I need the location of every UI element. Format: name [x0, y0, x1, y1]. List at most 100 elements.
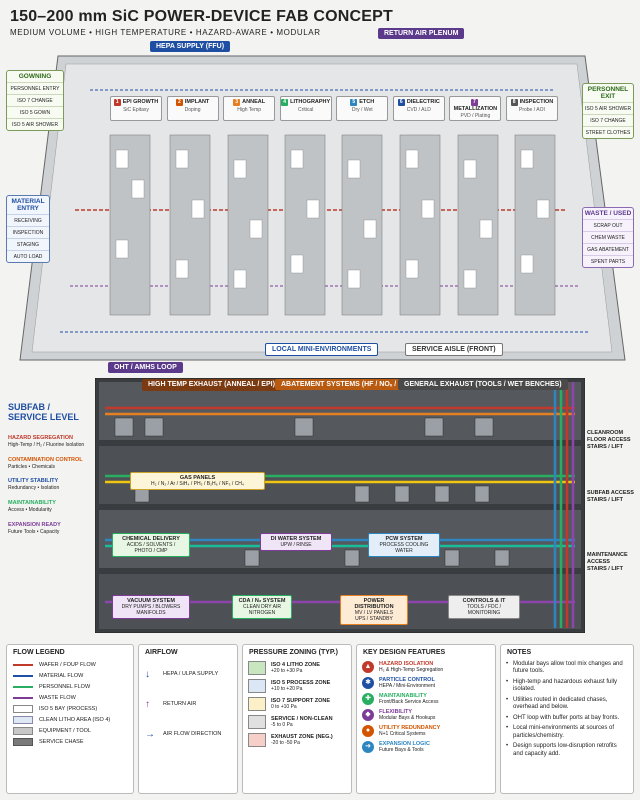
flow-legend: FLOW LEGEND WAFER / FOUP FLOW MATERIAL F…	[6, 644, 134, 794]
bay-name: INSPECTION	[519, 99, 554, 105]
chemical-delivery-box: CHEMICAL DELIVERY ACIDS / SOLVENTS / PHO…	[112, 533, 190, 557]
gas-panels-heading: GAS PANELS	[179, 475, 216, 481]
note-item: OHT loop with buffer ports at bay fronts…	[501, 713, 633, 724]
zone-heading: ISO 4 LITHO ZONE	[271, 662, 320, 668]
iso5-bay-swatch-icon	[13, 704, 33, 713]
personnel-flow-arrow-icon	[13, 685, 33, 688]
feature-heading: FLEXIBILITY	[379, 709, 412, 715]
feature-heading: EXPANSION LOGIC	[379, 741, 430, 747]
note-item: Utilities routed in dedicated chases, ov…	[501, 695, 633, 713]
gowning-item: PERSONNEL ENTRY	[7, 82, 63, 94]
bay-name: EPI GROWTH	[122, 99, 159, 105]
feature-text: Front/Back Service Access	[379, 699, 439, 705]
legend-label: CLEAN LITHO AREA (ISO 4)	[39, 716, 111, 723]
redundancy-icon: ●	[362, 725, 374, 737]
vac-heading: VACUUM SYSTEM	[127, 598, 175, 604]
wrench-icon: ✚	[362, 693, 374, 705]
bay-sub: SiC Epitaxy	[123, 107, 149, 113]
material-entry-title: MATERIAL ENTRY	[11, 198, 45, 212]
pwr-heading: POWER DISTRIBUTION	[354, 598, 394, 610]
notes-panel: NOTES Modular bays allow tool mix change…	[500, 644, 634, 794]
legend-row: WASTE FLOW	[7, 692, 133, 703]
bay-number: 5	[350, 99, 358, 106]
waste-item: GAS ABATEMENT	[583, 243, 633, 255]
gowning-item: ISO 5 GOWN	[7, 106, 63, 118]
legend-label: WAFER / FOUP FLOW	[39, 661, 96, 668]
legend-row: EQUIPMENT / TOOL	[7, 725, 133, 736]
material-item: INSPECTION	[7, 226, 49, 238]
flow-legend-title: FLOW LEGEND	[13, 649, 65, 656]
airflow-title: AIRFLOW	[145, 649, 178, 656]
note-item: Design supports low-disruption retrofits…	[501, 742, 633, 760]
service-chase-swatch-icon	[13, 737, 33, 746]
litho-area-swatch-icon	[13, 715, 33, 724]
feature-text: H₂ & High-Temp Segregation	[379, 667, 444, 673]
bay-name: METALLIZATION	[453, 106, 498, 112]
bay-sub: PVD / Plating	[460, 113, 491, 119]
zone-range: +10 to +20 Pa	[271, 686, 303, 692]
waste-item: SPENT PARTS	[583, 255, 633, 267]
controls-it-box: CONTROLS & IT TOOLS / FDC / MONITORING	[448, 595, 520, 619]
di-heading: DI WATER SYSTEM	[270, 536, 322, 542]
legend-label: WASTE FLOW	[39, 694, 76, 701]
gowning-panel: GOWNING PERSONNEL ENTRY ISO 7 CHANGE ISO…	[6, 70, 64, 131]
access-cleanroom: CLEANROOM FLOOR ACCESS STAIRS / LIFT	[587, 430, 637, 451]
zone-swatch	[248, 715, 266, 729]
ctrl-text: TOOLS / FDC / MONITORING	[466, 604, 502, 616]
pcw-heading: PCW SYSTEM	[385, 536, 423, 542]
bay-sub: CVD / ALD	[406, 107, 431, 113]
hazard-heading: MAINTAINABILITY	[8, 499, 56, 506]
hazard-text: Particles • Chemicals	[8, 463, 56, 470]
high-temp-exhaust-label: HIGH TEMP EXHAUST (ANNEAL / EPI)	[142, 379, 281, 392]
access-heading: CLEANROOM	[587, 430, 624, 436]
waste-title: WASTE / USED	[584, 210, 632, 217]
bay-sub: Critical	[298, 107, 314, 113]
bay-sub: High Temp	[237, 107, 262, 113]
subfab-title: SUBFAB / SERVICE LEVEL	[8, 402, 79, 423]
exit-item: STREET CLOTHES	[583, 126, 633, 138]
particle-icon: ✱	[362, 677, 374, 689]
material-entry-panel: MATERIAL ENTRY RECEIVING INSPECTION STAG…	[6, 195, 50, 263]
bay-name: ETCH	[359, 99, 375, 105]
bay-metallization[interactable]: 7METALLIZATION PVD / Plating	[449, 96, 502, 121]
access-text: STAIRS / LIFT	[587, 497, 623, 504]
bay-name: ANNEAL	[242, 99, 266, 105]
bay-name: DIELECTRIC	[406, 99, 440, 105]
legend-label: MATERIAL FLOW	[39, 672, 84, 679]
pressure-zone: EXHAUST ZONE (NEG.)-20 to -50 Pa	[243, 731, 351, 749]
hazard-text: Future Tools • Capacity	[8, 528, 60, 535]
pressure-zone: SERVICE / NON-CLEAN-5 to 0 Pa	[243, 713, 351, 731]
airflow-row: →AIR FLOW DIRECTION	[139, 719, 237, 749]
waste-flow-arrow-icon	[13, 696, 33, 699]
zone-swatch	[248, 679, 266, 693]
access-text: FLOOR ACCESS	[587, 437, 631, 444]
hazard-text: Redundancy • Isolation	[8, 485, 60, 492]
access-sub: STAIRS / LIFT	[587, 566, 623, 573]
note-item: Local mini-environments at sources of pa…	[501, 724, 633, 742]
bay-number: 2	[175, 99, 183, 106]
pcw-system-box: PCW SYSTEM PROCESS COOLING WATER	[368, 533, 440, 557]
airflow-label: HEPA / ULPA SUPPLY	[163, 671, 219, 677]
gowning-item: ISO 7 CHANGE	[7, 94, 63, 106]
legend-label: PERSONNEL FLOW	[39, 683, 91, 690]
personnel-exit-title: PERSONNEL EXIT	[587, 86, 629, 100]
zone-heading: SERVICE / NON-CLEAN	[271, 716, 333, 722]
bay-number: 1	[113, 99, 121, 106]
pressure-zone: ISO 5 PROCESS ZONE+10 to +20 Pa	[243, 677, 351, 695]
note-item: Modular bays allow tool mix changes and …	[501, 659, 633, 677]
legend-row: MATERIAL FLOW	[7, 670, 133, 681]
feature-text: Modular Bays & Hookups	[379, 715, 436, 721]
